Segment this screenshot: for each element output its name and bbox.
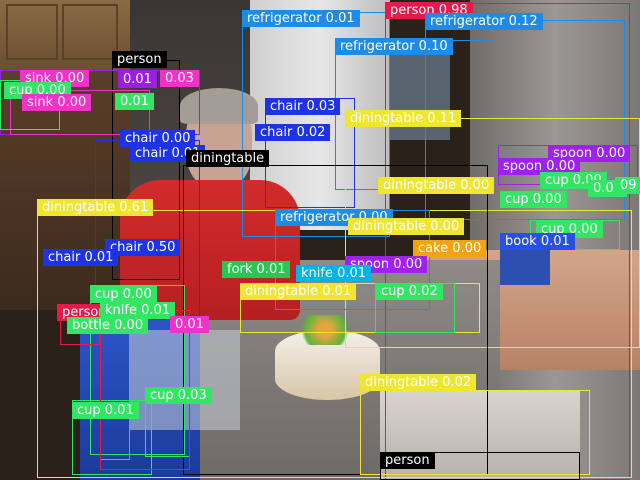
detection-label: 09: [615, 177, 640, 194]
detection-label: 0.01: [115, 93, 154, 110]
detection-label: person: [112, 51, 167, 68]
book-cover-blue: [500, 245, 550, 285]
detection-label: knife 0.01: [100, 302, 176, 319]
cabinet-door-left: [6, 4, 58, 60]
box-diningtable: [240, 283, 480, 333]
box-cup: [72, 400, 152, 475]
detection-label: diningtable 0.00: [348, 218, 465, 235]
detection-label: chair 0.01: [43, 249, 119, 266]
detection-label: knife 0.01: [296, 265, 372, 282]
detection-label: chair 0.03: [265, 98, 341, 115]
woman-hair: [180, 88, 258, 124]
detection-label: spoon 0.00: [548, 145, 631, 162]
detection-label: diningtable: [186, 150, 270, 167]
cabinet-door-right: [62, 4, 118, 60]
box-misc: [10, 90, 150, 135]
detection-label: 0.01: [118, 71, 157, 88]
detection-label: cup 0.02: [376, 283, 443, 300]
detection-label: diningtable 0.11: [345, 110, 462, 127]
detection-label: cake 0.00: [413, 240, 487, 257]
detection-label: chair 0.02: [255, 124, 331, 141]
detection-label: cup 0.00: [500, 191, 567, 208]
clear-plastic-bag: [130, 330, 240, 430]
detection-label: person: [57, 304, 112, 321]
detection-label: diningtable 0.01: [240, 283, 357, 300]
detection-label: spoon 0.00: [498, 158, 581, 175]
detection-label: diningtable 0.61: [37, 199, 154, 216]
detection-label: diningtable 0.00: [378, 177, 495, 194]
detection-label: refrigerator 0.01: [242, 10, 360, 27]
box-cup: [90, 285, 185, 455]
detection-label: sink 0.00: [22, 94, 92, 111]
detection-label: bottle 0.00: [67, 317, 149, 334]
detection-label: person: [380, 452, 435, 469]
detection-label: chair 0.50: [105, 239, 181, 256]
detection-label: fork 0.01: [222, 261, 291, 278]
detection-label: diningtable 0.02: [360, 374, 477, 391]
detection-label: cup 0.01: [72, 402, 139, 419]
detection-label: refrigerator 0.10: [335, 38, 453, 55]
detection-label: chair 0.00: [120, 130, 196, 147]
detection-label: book 0.01: [500, 233, 575, 250]
detection-label: cup 0.03: [145, 387, 212, 404]
detection-label: cup 0.00: [90, 286, 157, 303]
detection-label: 0.01: [170, 316, 209, 333]
detection-label: 0.03: [160, 70, 199, 87]
detection-label: refrigerator 0.12: [425, 13, 543, 30]
